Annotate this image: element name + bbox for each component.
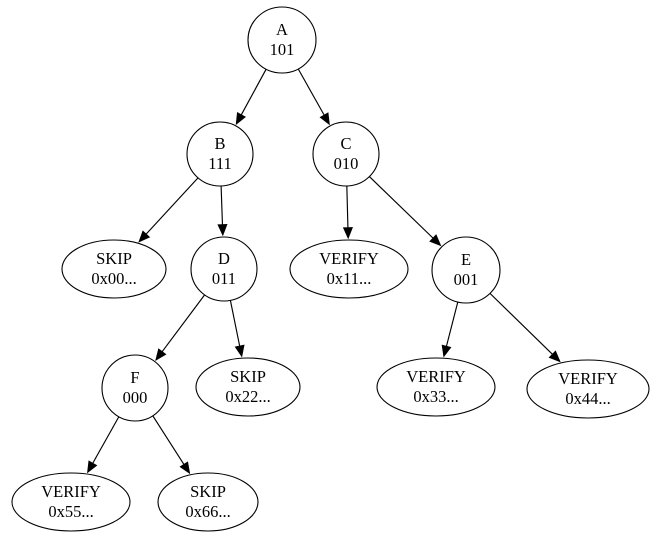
arrow-head-icon [179, 461, 191, 475]
arrow-head-icon [235, 112, 246, 126]
node-label-primary: VERIFY [41, 482, 101, 501]
arrow-head-icon [548, 350, 561, 363]
node-label-secondary: 0x22... [225, 387, 270, 406]
node-shape-circle [431, 236, 501, 304]
arrow-head-icon [234, 344, 245, 358]
node-label-primary: VERIFY [558, 369, 618, 388]
node-label-secondary: 010 [334, 154, 359, 173]
node-label-secondary: 0x66... [185, 502, 230, 521]
node-shape-ellipse [11, 472, 131, 532]
graph-node-s3[interactable]: SKIP0x66... [157, 472, 259, 532]
graph-node-v3[interactable]: VERIFY0x44... [526, 359, 650, 419]
arrow-head-icon [441, 344, 452, 358]
node-label-secondary: 0x33... [413, 387, 458, 406]
graph-node-v1[interactable]: VERIFY0x11... [289, 239, 409, 299]
edge-b-to-d [220, 185, 224, 225]
node-shape-circle [101, 354, 169, 422]
node-label-primary: F [130, 368, 139, 387]
node-shape-ellipse [195, 357, 301, 417]
edge-c-to-v1 [346, 185, 349, 228]
node-shape-circle [312, 121, 380, 187]
node-label-secondary: 111 [208, 154, 232, 173]
node-shape-circle [186, 121, 254, 187]
edge-f-to-v4 [92, 416, 120, 464]
arrow-head-icon [87, 460, 98, 474]
node-label-primary: D [218, 249, 230, 268]
edge-f-to-s3 [152, 415, 185, 465]
edge-c-to-e [368, 176, 434, 239]
arrow-head-icon [217, 224, 228, 237]
graph-node-v4[interactable]: VERIFY0x55... [11, 472, 131, 532]
edge-d-to-f [161, 294, 206, 352]
node-label-secondary: 0x55... [48, 502, 93, 521]
node-shape-ellipse [289, 239, 409, 299]
node-label-primary: C [340, 134, 351, 153]
node-label-secondary: 001 [454, 270, 479, 289]
node-label-primary: A [276, 20, 288, 39]
edge-a-to-b [240, 68, 267, 115]
arrow-head-icon [342, 227, 353, 240]
arrow-head-icon [319, 112, 330, 126]
node-shape-circle [247, 6, 317, 74]
node-label-primary: E [461, 250, 471, 269]
arrow-head-icon [138, 230, 151, 243]
node-label-secondary: 0x00... [91, 269, 136, 288]
edges-layer [87, 68, 561, 475]
graph-node-s1[interactable]: SKIP0x00... [61, 239, 167, 299]
node-label-primary: SKIP [190, 482, 226, 501]
node-shape-ellipse [157, 472, 259, 532]
arrow-head-icon [429, 234, 442, 247]
node-label-secondary: 0x11... [327, 269, 372, 288]
edge-b-to-s1 [145, 177, 199, 235]
node-label-primary: VERIFY [406, 367, 466, 386]
edge-a-to-c [297, 68, 325, 116]
graph-node-v2[interactable]: VERIFY0x33... [376, 357, 496, 417]
edge-e-to-v3 [489, 292, 553, 355]
node-label-secondary: 0x44... [565, 389, 610, 408]
node-label-primary: VERIFY [319, 249, 379, 268]
node-label-primary: SKIP [230, 367, 266, 386]
node-label-primary: B [214, 134, 225, 153]
node-shape-ellipse [61, 239, 167, 299]
graph-node-s2[interactable]: SKIP0x22... [195, 357, 301, 417]
arrow-head-icon [155, 348, 167, 361]
node-label-primary: SKIP [96, 249, 132, 268]
node-shape-ellipse [526, 359, 650, 419]
edge-e-to-v2 [445, 301, 459, 347]
node-shape-circle [190, 236, 258, 302]
node-label-secondary: 000 [123, 388, 148, 407]
node-label-secondary: 011 [212, 269, 236, 288]
node-shape-ellipse [376, 357, 496, 417]
node-label-secondary: 101 [270, 40, 295, 59]
edge-d-to-s2 [229, 300, 241, 347]
nodes-layer: A101B111C010SKIP0x00...D011VERIFY0x11...… [11, 6, 650, 532]
